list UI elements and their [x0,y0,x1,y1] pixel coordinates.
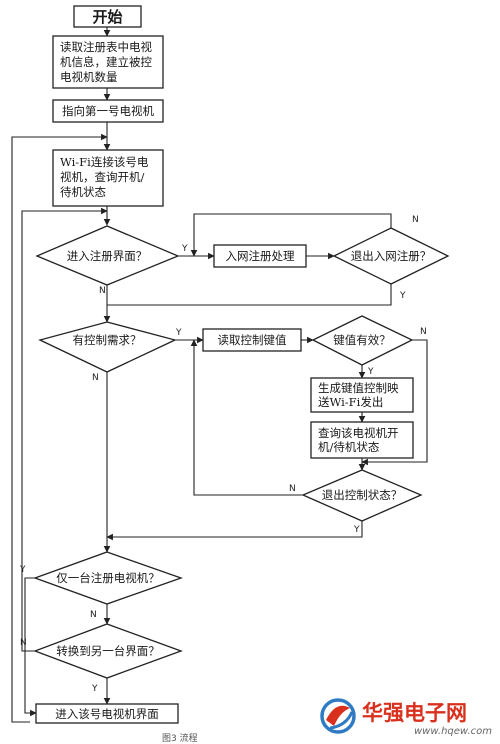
query-tv-state-line1: 查询该电视机开 [318,426,399,440]
edge-loop-to-wifi [11,133,108,723]
node-read-registry: 读取注册表中电视 机信息，建立被控 电视机数量 [52,35,164,89]
start-label: 开始 [92,8,122,26]
gen-key-code-line2: 送Wi-Fi发出 [318,395,383,409]
key-valid-label: 键值有效？ [333,333,391,347]
edge-labels: Y N N Y Y N N Y N Y Y N N Y [19,215,427,694]
network-register-label: 入网注册处理 [226,249,295,263]
read-registry-line3: 电视机数量 [60,70,118,84]
edge-exitctrl-no [190,339,303,496]
node-exit-control-decision: 退出控制状态？ [301,469,423,522]
label-control-yes: Y [175,328,182,338]
node-network-register: 入网注册处理 [213,244,307,268]
node-query-tv-state: 查询该电视机开 机/待机状态 [310,421,414,459]
query-tv-state-line2: 机/待机状态 [318,440,380,454]
node-gen-key-code: 生成键值控制映 送Wi-Fi发出 [310,377,414,413]
gen-key-code-line1: 生成键值控制映 [318,381,399,395]
label-switch-yes: Y [91,684,98,694]
read-registry-line1: 读取注册表中电视 [60,40,152,54]
node-key-valid-decision: 键值有效？ [311,315,414,366]
label-exit-yes: Y [399,291,406,301]
label-valid-no: N [420,327,427,337]
node-switch-other-decision: 转换到另一台界面？ [33,623,183,679]
edge-switch-no [21,207,108,652]
node-wifi-connect: Wi-Fi连接该号电 视机，查询开机/ 待机状态 [52,149,164,207]
label-exitctrl-yes: Y [353,525,360,535]
wifi-connect-line2: 视机，查询开机/ [60,170,144,184]
hqew-logo-icon [320,698,356,734]
enter-register-label: 进入注册界面？ [67,249,148,263]
label-valid-yes: Y [367,367,374,377]
label-only-no: N [90,610,97,620]
point-first-label: 指向第一号电视机 [62,104,154,118]
control-need-label: 有控制需求？ [73,333,142,347]
node-exit-register-decision: 退出入网注册？ [332,227,450,285]
label-control-no: N [92,373,99,383]
only-one-label: 仅一台注册电视机？ [56,571,160,585]
wifi-connect-line1: Wi-Fi连接该号电 [60,155,149,169]
watermark-url: www.hqew.com [414,726,492,737]
watermark: 华强电子网 www.hqew.com [320,698,492,737]
read-registry-line2: 机信息，建立被控 [60,55,152,69]
exit-control-label: 退出控制状态？ [322,488,403,502]
node-point-first: 指向第一号电视机 [52,99,164,123]
wifi-connect-line3: 待机状态 [60,185,106,199]
read-key-label: 读取控制键值 [218,333,287,347]
node-enter-register-decision: 进入注册界面？ [35,225,180,286]
edge-valid-no [361,339,428,466]
label-switch-no: N [20,638,27,648]
label-exit-no: N [412,215,419,225]
node-only-one-decision: 仅一台注册电视机？ [33,551,183,605]
label-enter-yes: Y [181,244,188,254]
node-start: 开始 [73,5,142,28]
edge-exit-yes [107,284,392,306]
enter-tv-ui-label: 进入该号电视机界面 [55,707,159,721]
node-read-key: 读取控制键值 [202,328,302,352]
label-only-yes: Y [19,565,26,575]
edge-only-yes [24,577,37,717]
node-enter-tv-ui: 进入该号电视机界面 [35,703,179,724]
switch-other-label: 转换到另一台界面？ [56,644,160,658]
exit-register-label: 退出入网注册？ [351,249,432,263]
label-exitctrl-no: N [289,484,296,494]
label-enter-no: N [99,286,106,296]
node-control-need-decision: 有控制需求？ [38,321,177,373]
edge-exit-no [190,213,392,257]
figure-caption: 图3 流程 [162,732,198,744]
edge-exitctrl-yes [106,521,363,541]
watermark-brand: 华强电子网 [362,701,467,725]
connectors [11,27,428,723]
